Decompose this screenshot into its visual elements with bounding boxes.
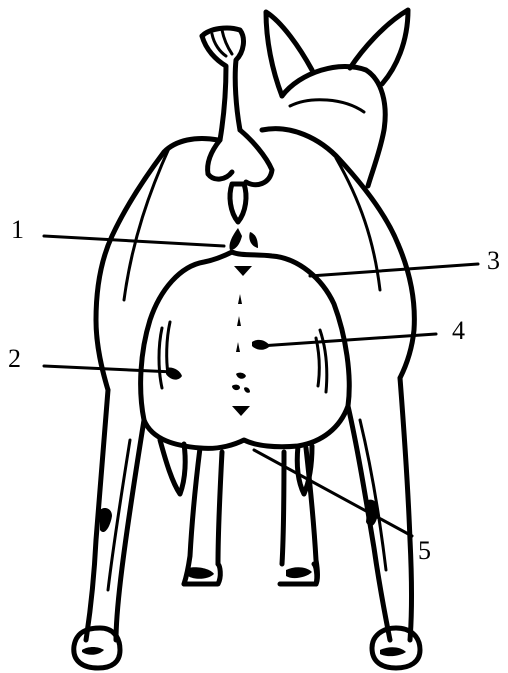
leader-5 xyxy=(254,450,412,536)
label-3: 3 xyxy=(487,248,500,274)
leader-2 xyxy=(44,366,174,372)
label-1: 1 xyxy=(11,217,24,243)
label-2: 2 xyxy=(8,346,21,372)
label-5: 5 xyxy=(418,538,431,564)
udder xyxy=(141,252,350,448)
perineum xyxy=(229,184,258,250)
tail xyxy=(202,28,272,185)
label-4: 4 xyxy=(452,318,465,344)
outer-legs xyxy=(74,378,420,668)
leader-3 xyxy=(310,264,478,276)
